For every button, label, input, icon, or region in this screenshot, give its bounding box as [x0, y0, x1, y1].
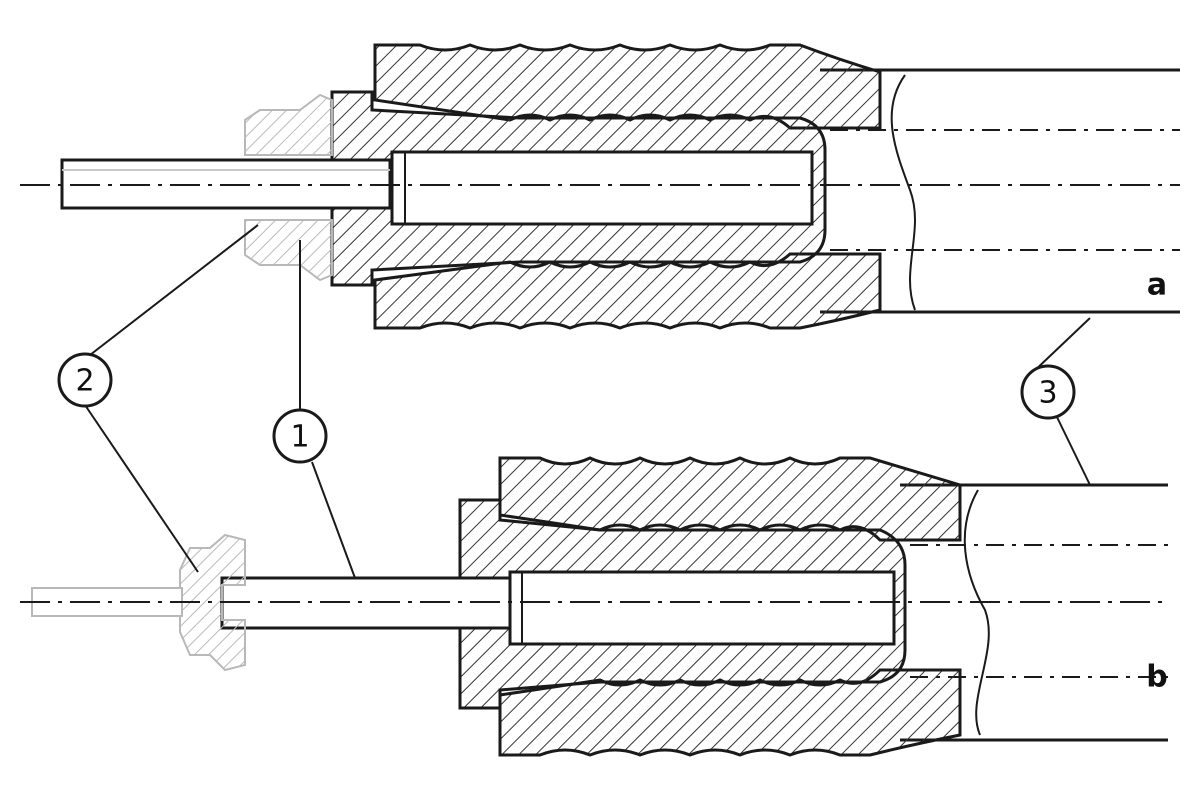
view-b-probe-rod	[220, 576, 512, 630]
view-b-ghost-rod	[31, 587, 183, 617]
view-a-sleeve-upper	[373, 43, 882, 130]
leader-lines	[84, 224, 1091, 579]
view-label-a: a	[1147, 268, 1167, 303]
callout-3: 3	[1020, 364, 1076, 420]
view-b-hose-inner-lines	[910, 544, 1168, 678]
leader-2-to-view-a	[89, 224, 259, 356]
leader-1-to-view-b	[311, 461, 356, 579]
callout-3-label: 3	[1038, 376, 1057, 411]
callout-2-circle	[57, 352, 113, 408]
callout-1-label: 1	[290, 420, 309, 455]
callout-2-label: 2	[75, 364, 94, 399]
view-a-assembly	[20, 43, 1180, 330]
callout-3-circle	[1020, 364, 1076, 420]
callout-1-circle	[272, 408, 328, 464]
view-b-sleeve-upper	[498, 456, 962, 542]
view-a-ghost-fitting	[244, 93, 333, 282]
view-a-sleeve-lower	[373, 252, 882, 330]
view-a-hose-inner-lines	[830, 129, 1180, 251]
callout-2: 2	[57, 352, 113, 408]
leader-3-to-view-b	[1054, 412, 1091, 486]
view-b-bore	[508, 570, 896, 646]
view-a-break-line	[890, 74, 916, 311]
callout-1: 1	[272, 408, 328, 464]
view-a-bore	[390, 150, 814, 226]
leader-3-to-view-a	[1029, 317, 1091, 376]
view-b-break-line	[963, 489, 990, 736]
view-b-sleeve-lower	[498, 668, 962, 757]
view-label-b: b	[1146, 660, 1167, 695]
view-b-assembly	[20, 456, 1168, 757]
view-a-hose-outline	[820, 68, 1180, 314]
leader-2-to-view-b	[84, 404, 199, 573]
